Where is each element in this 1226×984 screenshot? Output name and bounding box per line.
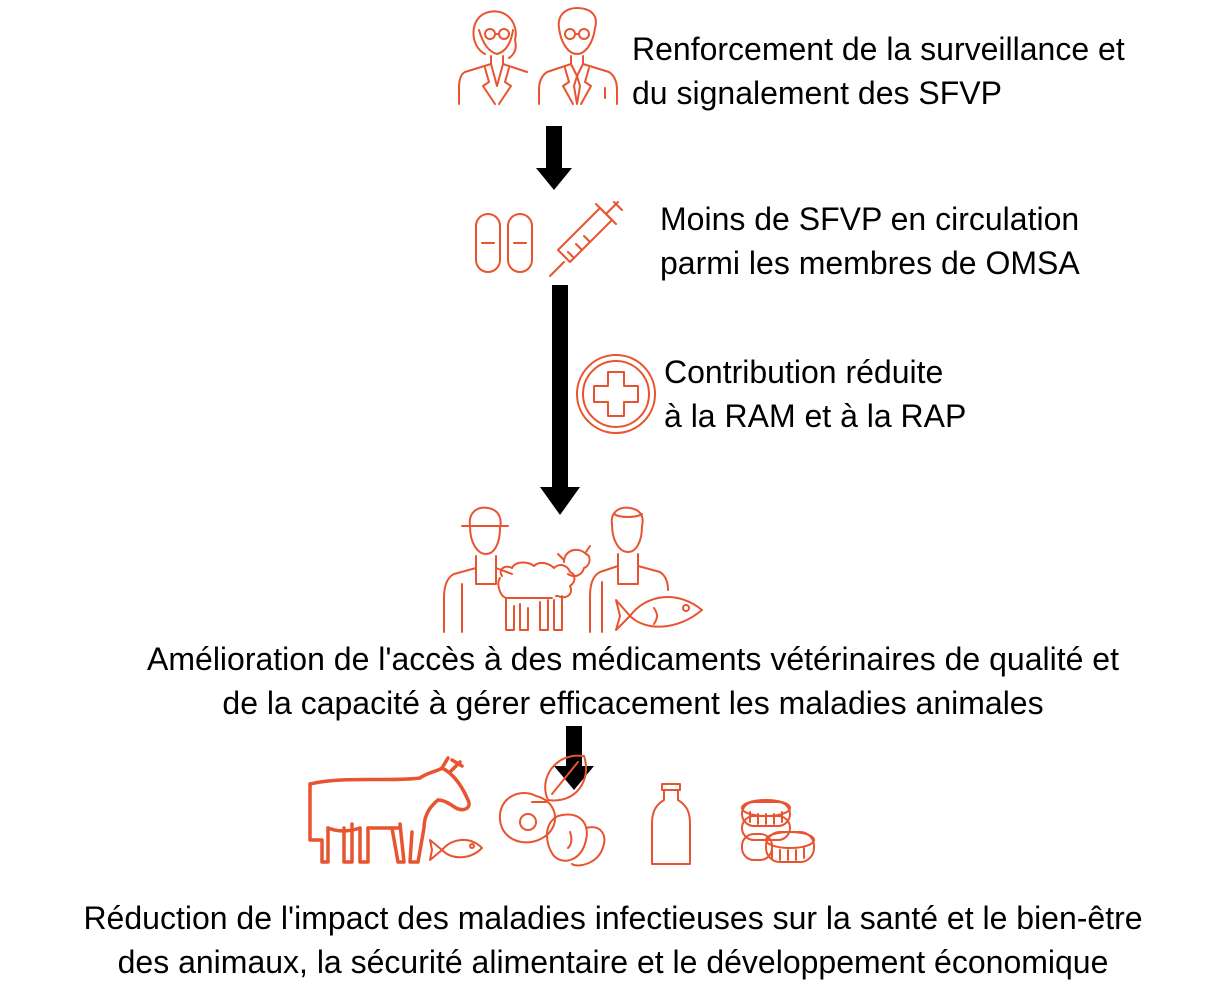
step-2-text: Moins de SFVP en circulation parmi les m…	[660, 197, 1080, 285]
step-3-line-2: à la RAM et à la RAP	[664, 398, 967, 434]
down-arrow-1	[536, 126, 572, 190]
pills-syringe-icon	[475, 201, 623, 277]
step-2-line-1: Moins de SFVP en circulation	[660, 201, 1080, 237]
step-3-line-1: Contribution réduite	[664, 354, 944, 390]
down-arrow-2	[540, 285, 580, 515]
step-1-text: Renforcement de la surveillance et du si…	[632, 27, 1125, 115]
step-4-line-2: de la capacité à gérer efficacement les …	[222, 685, 1044, 721]
cow-fish-food-coins-icon	[308, 754, 815, 867]
people-glasses-icon	[458, 7, 618, 105]
step-4-line-1: Amélioration de l'accès à des médicament…	[147, 641, 1119, 677]
step-5-line-1: Réduction de l'impact des maladies infec…	[83, 900, 1143, 936]
farmers-livestock-icon	[443, 506, 703, 633]
step-4-text: Amélioration de l'accès à des médicament…	[0, 637, 1226, 725]
step-5-line-2: des animaux, la sécurité alimentaire et …	[117, 944, 1109, 980]
step-1-line-1: Renforcement de la surveillance et	[632, 31, 1125, 67]
medical-cross-icon	[576, 354, 656, 434]
step-5-text: Réduction de l'impact des maladies infec…	[0, 896, 1226, 984]
step-2-line-2: parmi les membres de OMSA	[660, 245, 1080, 281]
step-3-text: Contribution réduite à la RAM et à la RA…	[664, 350, 966, 438]
step-1-line-2: du signalement des SFVP	[632, 75, 1002, 111]
